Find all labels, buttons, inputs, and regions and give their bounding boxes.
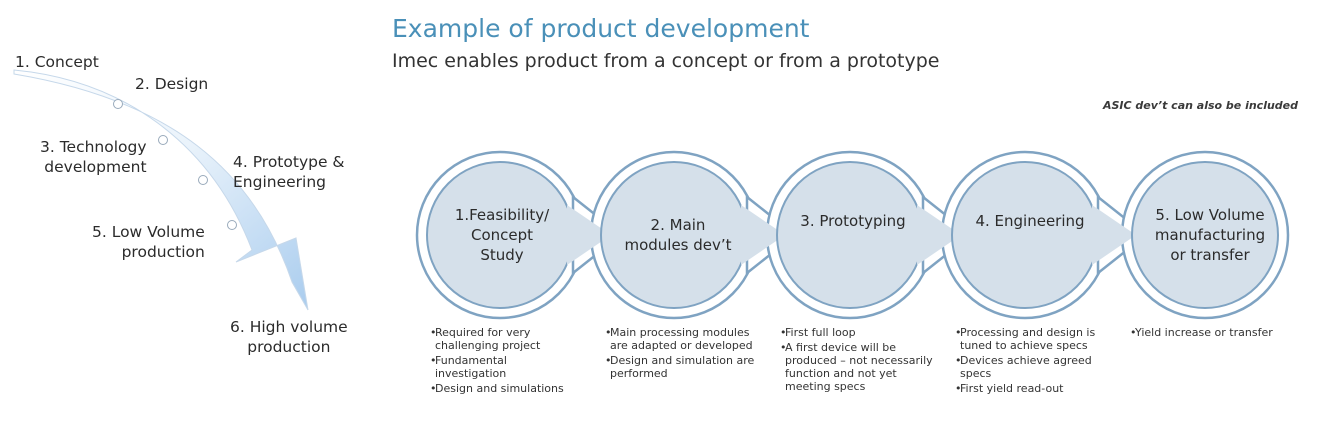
stage-label: 4. Engineering bbox=[975, 212, 1085, 230]
arrow-step-label: 6. High volume production bbox=[230, 318, 348, 356]
arrow-step-label: 3. Technology development bbox=[40, 138, 147, 176]
arrow-node-dot bbox=[227, 220, 237, 230]
arrow-node-dot bbox=[113, 99, 123, 109]
stage-circle-inner bbox=[951, 161, 1099, 309]
stage-circle-inner bbox=[776, 161, 924, 309]
bullet-item: •First full loop bbox=[780, 326, 856, 339]
page-title: Example of product development bbox=[392, 14, 810, 43]
bullet-item: •First yield read-out bbox=[955, 382, 1064, 395]
stage-bullets: •Main processing modules are adapted or … bbox=[605, 326, 760, 382]
stage-label: 2. Main modules dev’t bbox=[624, 216, 732, 254]
bullet-item: •A first device will be produced – not n… bbox=[780, 341, 933, 393]
stage-bullets: •Processing and design is tuned to achie… bbox=[955, 326, 1100, 397]
bullet-item: •Fundamental investigation bbox=[430, 354, 507, 380]
stage-chevron-fill bbox=[1092, 205, 1136, 265]
bullet-item: •Yield increase or transfer bbox=[1130, 326, 1273, 339]
stage-chevron-fill bbox=[567, 205, 611, 265]
stage-bullets: •Yield increase or transfer bbox=[1130, 326, 1300, 341]
stage-chevrons bbox=[415, 150, 1290, 320]
stage-label: 1.Feasibility/ Concept Study bbox=[454, 206, 550, 264]
stage-bullets: •First full loop •A first device will be… bbox=[780, 326, 940, 395]
stage-circle-inner bbox=[1131, 161, 1279, 309]
arrow-step-label: 5. Low Volume production bbox=[92, 223, 205, 261]
arrow-node-dot bbox=[198, 175, 208, 185]
stage-chevron-fill bbox=[741, 205, 785, 265]
stage-bullets: •Required for very challenging project •… bbox=[430, 326, 580, 397]
arrow-step-label: 2. Design bbox=[135, 75, 209, 93]
arrow-node-dot bbox=[158, 135, 168, 145]
arrow-step-label: 4. Prototype & Engineering bbox=[233, 153, 345, 191]
bullet-item: •Main processing modules are adapted or … bbox=[605, 326, 753, 352]
bullet-item: •Processing and design is tuned to achie… bbox=[955, 326, 1096, 352]
bullet-item: •Design and simulation are performed bbox=[605, 354, 755, 380]
stage-label: 5. Low Volume manufacturing or transfer bbox=[1154, 206, 1266, 264]
bullet-item: •Design and simulations bbox=[430, 382, 564, 395]
curved-arrow-body bbox=[13, 69, 309, 311]
stage-chevron-fill bbox=[917, 205, 961, 265]
page-subtitle: Imec enables product from a concept or f… bbox=[392, 50, 940, 72]
asic-note: ASIC dev’t can also be included bbox=[1102, 99, 1298, 112]
bullet-item: •Required for very challenging project bbox=[430, 326, 541, 352]
bullet-item: • Devices achieve agreed specs bbox=[955, 354, 1092, 380]
arrow-step-label: 1. Concept bbox=[15, 53, 99, 71]
stage-label: 3. Prototyping bbox=[800, 212, 906, 230]
